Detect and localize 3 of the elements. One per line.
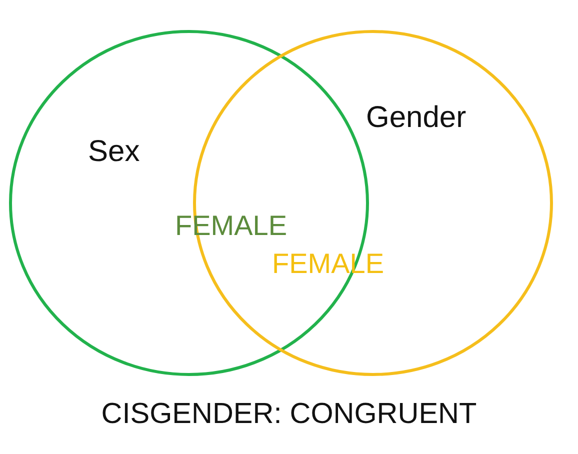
set-label: Sex bbox=[88, 135, 140, 170]
caption: CISGENDER: CONGRUENT bbox=[101, 398, 477, 430]
set-label: Gender bbox=[366, 101, 466, 136]
